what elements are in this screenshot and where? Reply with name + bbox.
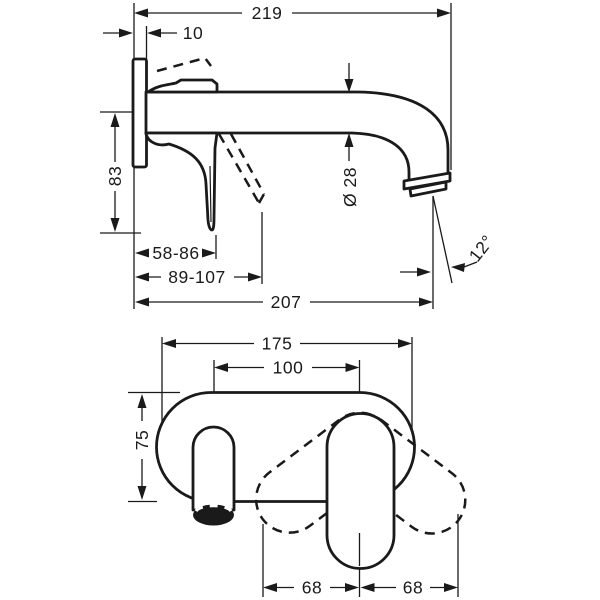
dim-219: 219 xyxy=(134,3,451,23)
side-view: 219 10 83 Ø 28 12° xyxy=(100,3,498,312)
dim-label-175: 175 xyxy=(262,334,293,354)
dim-label-68-right: 68 xyxy=(403,578,423,598)
dim-10: 10 xyxy=(103,23,203,43)
dim-label-83: 83 xyxy=(105,166,125,186)
dim-label-58-86: 58-86 xyxy=(152,243,199,263)
dim-label-207: 207 xyxy=(271,292,302,312)
aerator-hatch xyxy=(194,504,233,513)
dim-68-right: 68 xyxy=(360,578,458,598)
dim-label-75: 75 xyxy=(132,430,152,450)
lever-detail-line xyxy=(209,165,212,223)
dim-68-left: 68 xyxy=(263,578,359,598)
dim-207: 207 xyxy=(135,292,433,312)
spout-aerator-side xyxy=(402,171,452,198)
side-view-extension-lines xyxy=(100,3,453,309)
dim-label-angle: 12° xyxy=(465,231,498,265)
dim-89-107: 89-107 xyxy=(135,267,262,287)
lever-down-side xyxy=(144,131,219,232)
handle-front xyxy=(325,412,396,570)
dim-175: 175 xyxy=(162,334,412,354)
front-view: 175 100 75 68 68 xyxy=(128,334,467,598)
dim-58-86: 58-86 xyxy=(135,243,216,263)
dim-label-68-left: 68 xyxy=(302,578,322,598)
dim-83: 83 xyxy=(105,113,125,232)
aerator-front xyxy=(193,504,234,526)
dim-label-219: 219 xyxy=(252,3,283,23)
handle-up-dashed-position xyxy=(156,56,212,73)
dim-label-100: 100 xyxy=(273,358,304,378)
dim-label-89-107: 89-107 xyxy=(168,267,226,287)
dim-75: 75 xyxy=(132,394,152,500)
lever-dashed-swing-side xyxy=(217,133,266,204)
dim-label-diameter: Ø 28 xyxy=(340,167,360,207)
handle-up-side xyxy=(146,78,219,94)
dim-label-10: 10 xyxy=(183,23,203,43)
spout-front xyxy=(191,425,236,526)
dim-100: 100 xyxy=(214,358,360,378)
dim-diameter-28: Ø 28 xyxy=(340,79,360,207)
wall-plate-side xyxy=(131,57,148,169)
